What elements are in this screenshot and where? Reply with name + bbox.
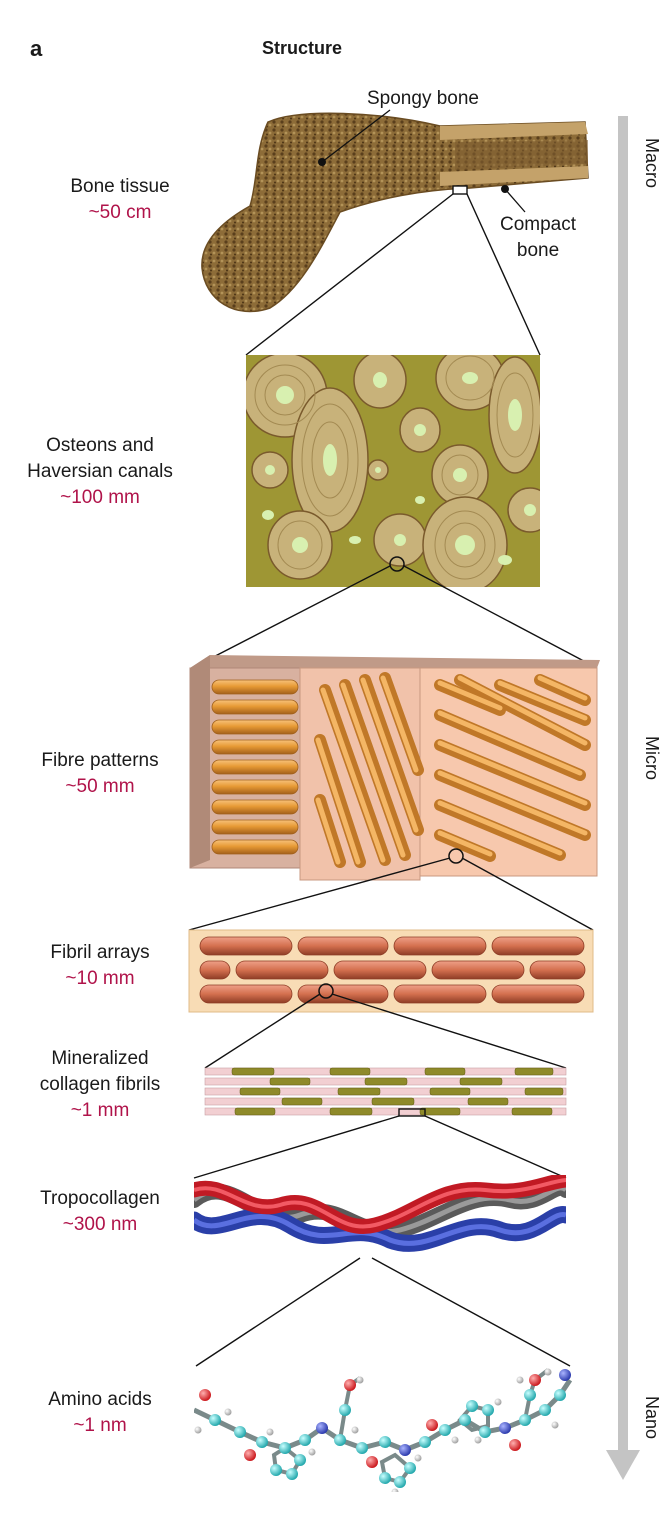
level-size: ~10 mm bbox=[65, 968, 135, 989]
level-size: ~50 mm bbox=[65, 776, 135, 797]
mineralized-fibrils-image bbox=[204, 1067, 567, 1117]
level-name: Osteons and bbox=[46, 435, 154, 456]
level-size: ~100 mm bbox=[60, 487, 140, 508]
scale-arrow bbox=[606, 116, 640, 1480]
panel-letter: a bbox=[30, 36, 43, 61]
fibre-patterns-image bbox=[189, 655, 600, 881]
level-name: Haversian canals bbox=[27, 461, 173, 482]
callout-compact-line: bone bbox=[516, 240, 560, 261]
level-size: ~50 cm bbox=[88, 202, 152, 223]
level-name: Fibre patterns bbox=[41, 750, 159, 771]
fibre-cylinders bbox=[211, 672, 591, 868]
level-label-osteons: Osteons and Haversian canals ~100 mm bbox=[0, 433, 200, 511]
level-label-amino-acids: Amino acids ~1 nm bbox=[0, 1387, 200, 1439]
callout-compact-line: Compact bbox=[500, 214, 577, 235]
level-label-mineralized-fibrils: Mineralized collagen fibrils ~1 mm bbox=[0, 1046, 200, 1124]
level-size: ~300 nm bbox=[62, 1214, 138, 1235]
level-size: ~1 nm bbox=[73, 1415, 127, 1436]
level-label-bone-tissue: Bone tissue ~50 cm bbox=[20, 174, 220, 226]
callout-spongy-bone: Spongy bone bbox=[367, 88, 479, 109]
level-label-fibril-arrays: Fibril arrays ~10 mm bbox=[0, 940, 200, 992]
callout-compact-bone: Compact bone bbox=[500, 212, 576, 264]
level-label-fibre-patterns: Fibre patterns ~50 mm bbox=[0, 748, 200, 800]
level-name: Amino acids bbox=[48, 1389, 152, 1410]
level-name: Fibril arrays bbox=[50, 942, 150, 963]
level-name: Tropocollagen bbox=[40, 1188, 160, 1209]
tropocollagen-image bbox=[194, 1175, 566, 1252]
level-name: Mineralized bbox=[51, 1048, 149, 1069]
bone-tissue-image bbox=[201, 109, 589, 313]
osteons-image bbox=[246, 355, 540, 587]
structure-heading: Structure bbox=[262, 38, 343, 58]
amino-acids-image bbox=[194, 1368, 573, 1492]
level-size: ~1 mm bbox=[70, 1100, 130, 1121]
level-name: collagen fibrils bbox=[39, 1074, 161, 1095]
level-label-tropocollagen: Tropocollagen ~300 nm bbox=[0, 1186, 200, 1238]
level-name: Bone tissue bbox=[70, 176, 170, 197]
fibril-arrays-image bbox=[188, 929, 594, 1013]
